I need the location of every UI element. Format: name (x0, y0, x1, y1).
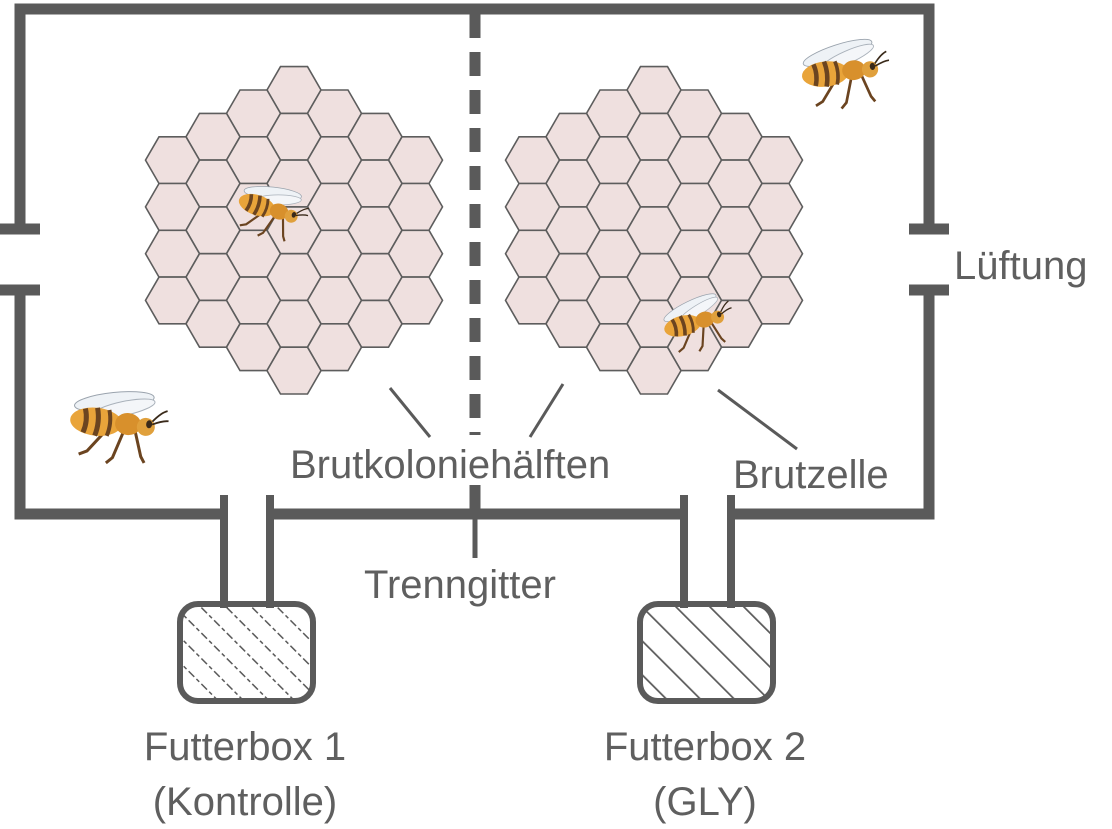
feeder-2-label: Futterbox 2 (604, 725, 806, 769)
brood-cell-label: Brutzelle (733, 453, 889, 497)
bee-icon (798, 32, 893, 112)
honeycomb-left (144, 65, 444, 395)
feeder-tubes (220, 495, 735, 608)
honeycomb-right (504, 65, 804, 395)
ventilation-label: Lüftung (954, 244, 1087, 288)
feeder-box-1 (177, 601, 316, 704)
feeder-1-sublabel: (Kontrolle) (153, 780, 338, 824)
feeder-box-2 (637, 601, 776, 704)
divider-label: Trenngitter (364, 563, 556, 607)
leader-lines (388, 383, 798, 451)
feeder-2-sublabel: (GLY) (653, 780, 757, 824)
brood-halves-label: Brutkoloniehälften (290, 443, 610, 487)
feeder-1-label: Futterbox 1 (144, 725, 346, 769)
bee-icon (66, 380, 172, 469)
comb-cell (266, 346, 322, 395)
comb-cell (626, 346, 682, 395)
